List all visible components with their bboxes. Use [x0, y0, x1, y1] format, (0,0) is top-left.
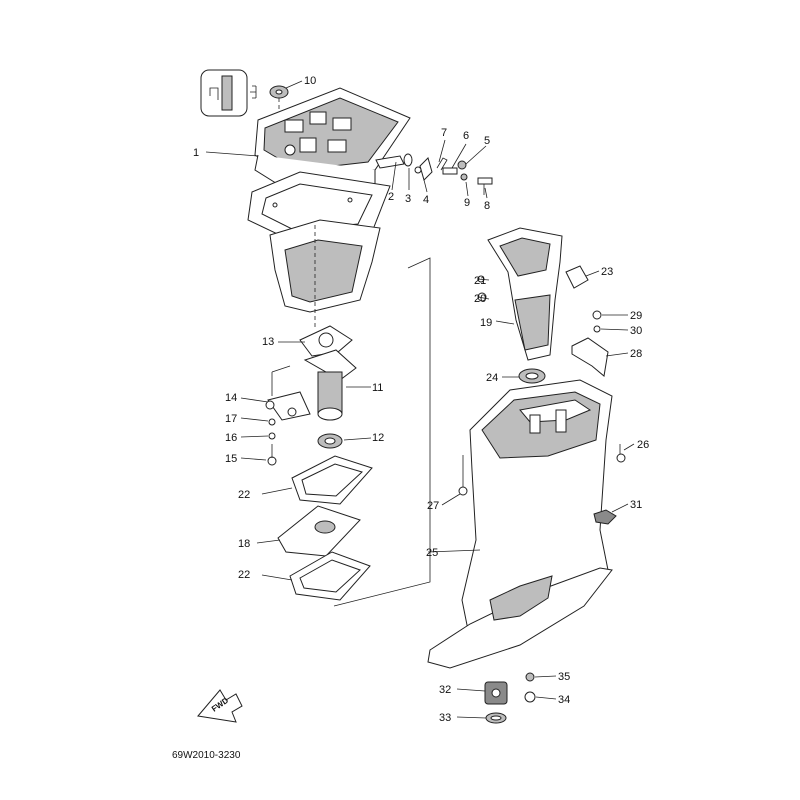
callout-19: 19 [480, 317, 492, 329]
group-separator [333, 257, 431, 607]
anti-cavitation-plate [427, 567, 613, 669]
callout-32: 32 [439, 684, 451, 696]
part-19-lower-pan [487, 227, 563, 361]
callout-1: 1 [193, 147, 199, 159]
callout-16: 16 [225, 432, 237, 444]
part-15-bolt [267, 444, 277, 466]
part-18-plate [277, 505, 361, 557]
part-10-washer [269, 85, 289, 99]
part-35-washer [525, 672, 535, 682]
callout-14: 14 [225, 392, 237, 404]
inset-detail [200, 69, 257, 117]
callout-18: 18 [238, 538, 250, 550]
callout-30: 30 [630, 325, 642, 337]
callout-10: 10 [304, 75, 316, 87]
part-32-impeller [484, 681, 508, 705]
part-17-washer [268, 418, 276, 426]
callout-33: 33 [439, 712, 451, 724]
part-24-seal [518, 368, 546, 384]
callout-24: 24 [486, 372, 498, 384]
callout-9: 9 [464, 197, 470, 209]
callout-26: 26 [637, 439, 649, 451]
callout-7: 7 [441, 127, 447, 139]
part-11-exhaust-guide [303, 349, 357, 421]
gasket-upper [247, 171, 391, 241]
callout-34: 34 [558, 694, 570, 706]
callout-22-lower: 22 [238, 569, 250, 581]
callout-35: 35 [558, 671, 570, 683]
part-34-plug [524, 691, 536, 703]
callout-25: 25 [426, 547, 438, 559]
part-16-washer [268, 432, 276, 440]
callout-11: 11 [372, 382, 383, 394]
part-30-washer [593, 325, 601, 333]
part-13-gasket [299, 325, 353, 357]
part-25-upper-casing [461, 379, 613, 641]
part-22-gasket-lower [289, 551, 371, 601]
callout-5: 5 [484, 135, 490, 147]
part-22-gasket-upper [291, 455, 373, 505]
callout-2: 2 [388, 191, 394, 203]
drawing-code: 69W2010-3230 [172, 750, 241, 761]
callout-31: 31 [630, 499, 642, 511]
callout-12: 12 [372, 432, 384, 444]
part-12-seal [317, 433, 343, 449]
callout-17: 17 [225, 413, 237, 425]
callout-23: 23 [601, 266, 613, 278]
callout-8: 8 [484, 200, 490, 212]
callout-6: 6 [463, 130, 469, 142]
callout-21: 21 [474, 275, 486, 287]
callout-20: 20 [474, 293, 486, 305]
callout-15: 15 [225, 453, 237, 465]
part-26-bolt [616, 444, 626, 463]
part-29-bolt [592, 310, 602, 320]
part-31-anode [593, 509, 617, 525]
callout-3: 3 [405, 193, 411, 205]
callout-4: 4 [423, 194, 429, 206]
forward-direction-arrow: FWD [197, 689, 243, 723]
part-27-bolt [458, 455, 468, 496]
part-14-plate [265, 365, 311, 421]
callout-22-upper: 22 [238, 489, 250, 501]
callout-28: 28 [630, 348, 642, 360]
small-parts-cluster [375, 153, 493, 195]
callout-numbers: 1 2 3 4 5 6 7 8 9 10 11 12 13 14 15 16 1… [193, 75, 649, 724]
part-23-block [565, 265, 589, 289]
callout-29: 29 [630, 310, 642, 322]
callout-27: 27 [427, 500, 439, 512]
leader-lines [205, 80, 635, 719]
part-33-ring [485, 712, 507, 724]
part-28-bracket [571, 337, 609, 377]
oil-pan [269, 219, 381, 330]
callout-13: 13 [262, 336, 274, 348]
